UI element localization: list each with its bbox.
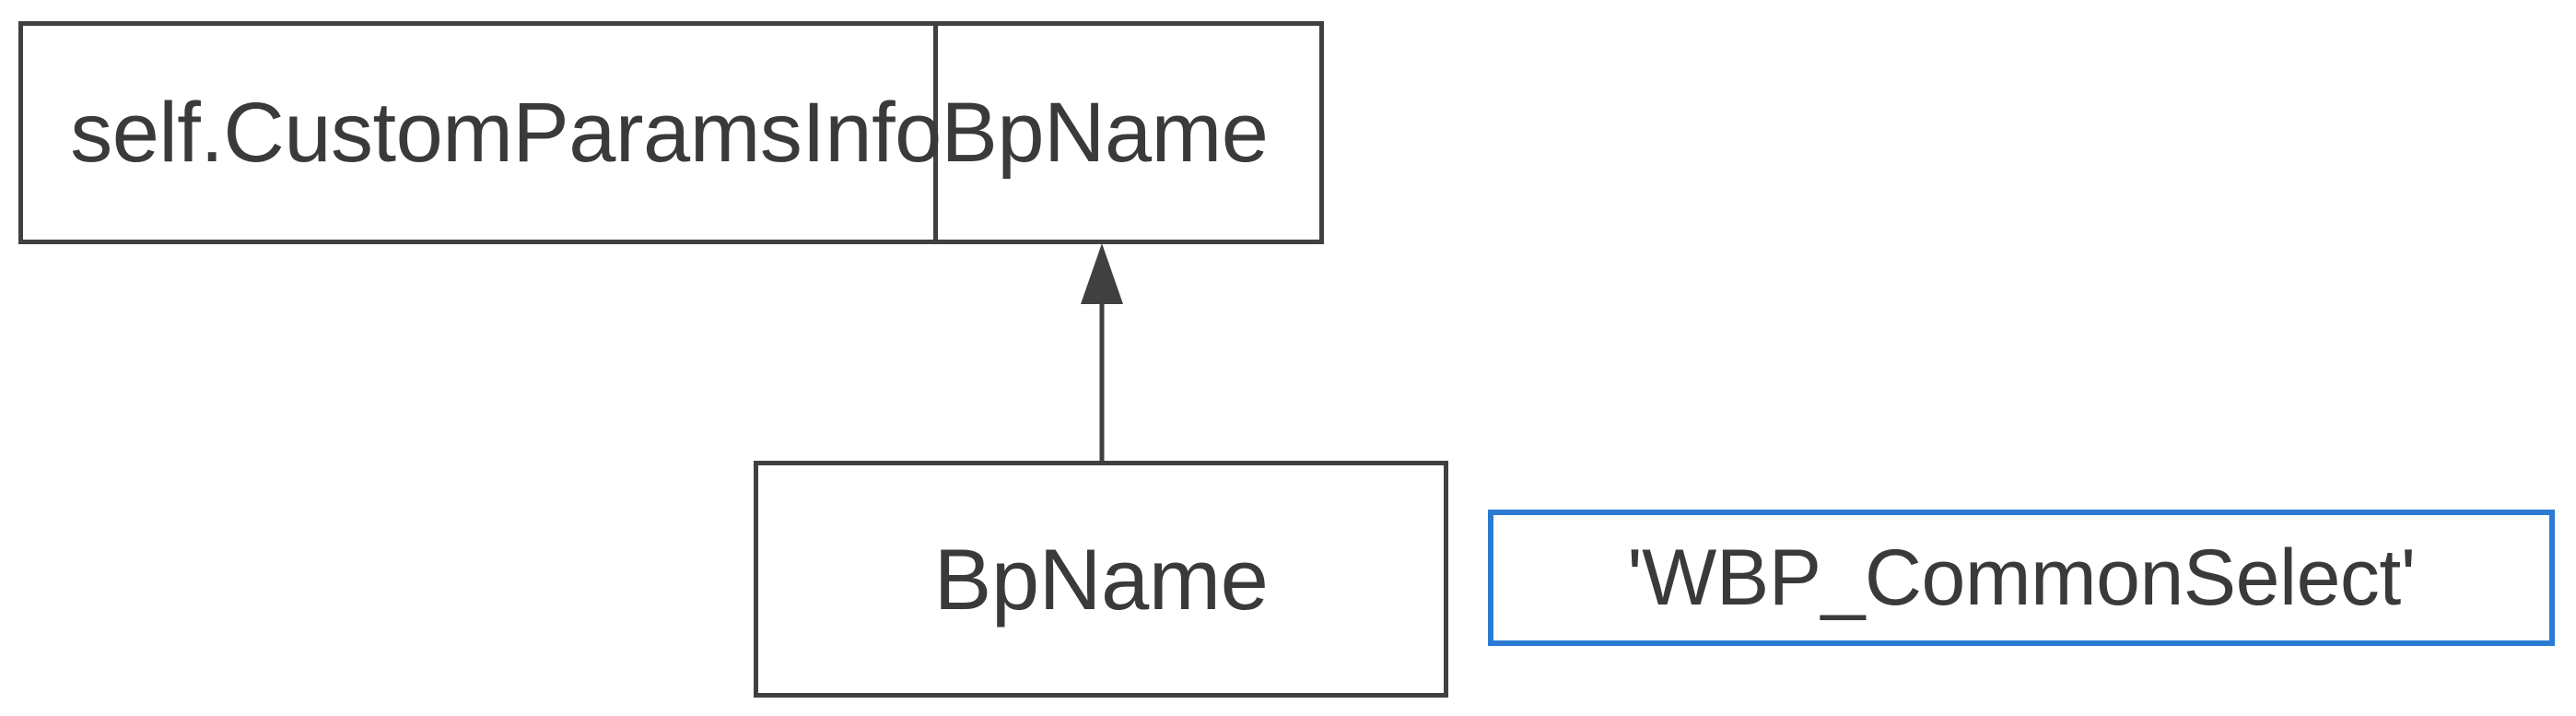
value-node: 'WBP_CommonSelect'	[1488, 510, 2555, 646]
record-cell-bpname: BpName	[938, 26, 1319, 240]
reference-arrow-icon	[1081, 243, 1123, 464]
record-node: self.CustomParamsInfo BpName	[18, 21, 1324, 244]
record-cell-bpname-label: BpName	[941, 86, 1269, 180]
value-node-label: 'WBP_CommonSelect'	[1627, 534, 2416, 622]
bpname-node: BpName	[754, 461, 1448, 698]
record-cell-custom-params-info: self.CustomParamsInfo	[23, 26, 942, 240]
record-cell-custom-params-info-label: self.CustomParamsInfo	[70, 86, 942, 180]
bpname-node-label: BpName	[933, 530, 1269, 628]
